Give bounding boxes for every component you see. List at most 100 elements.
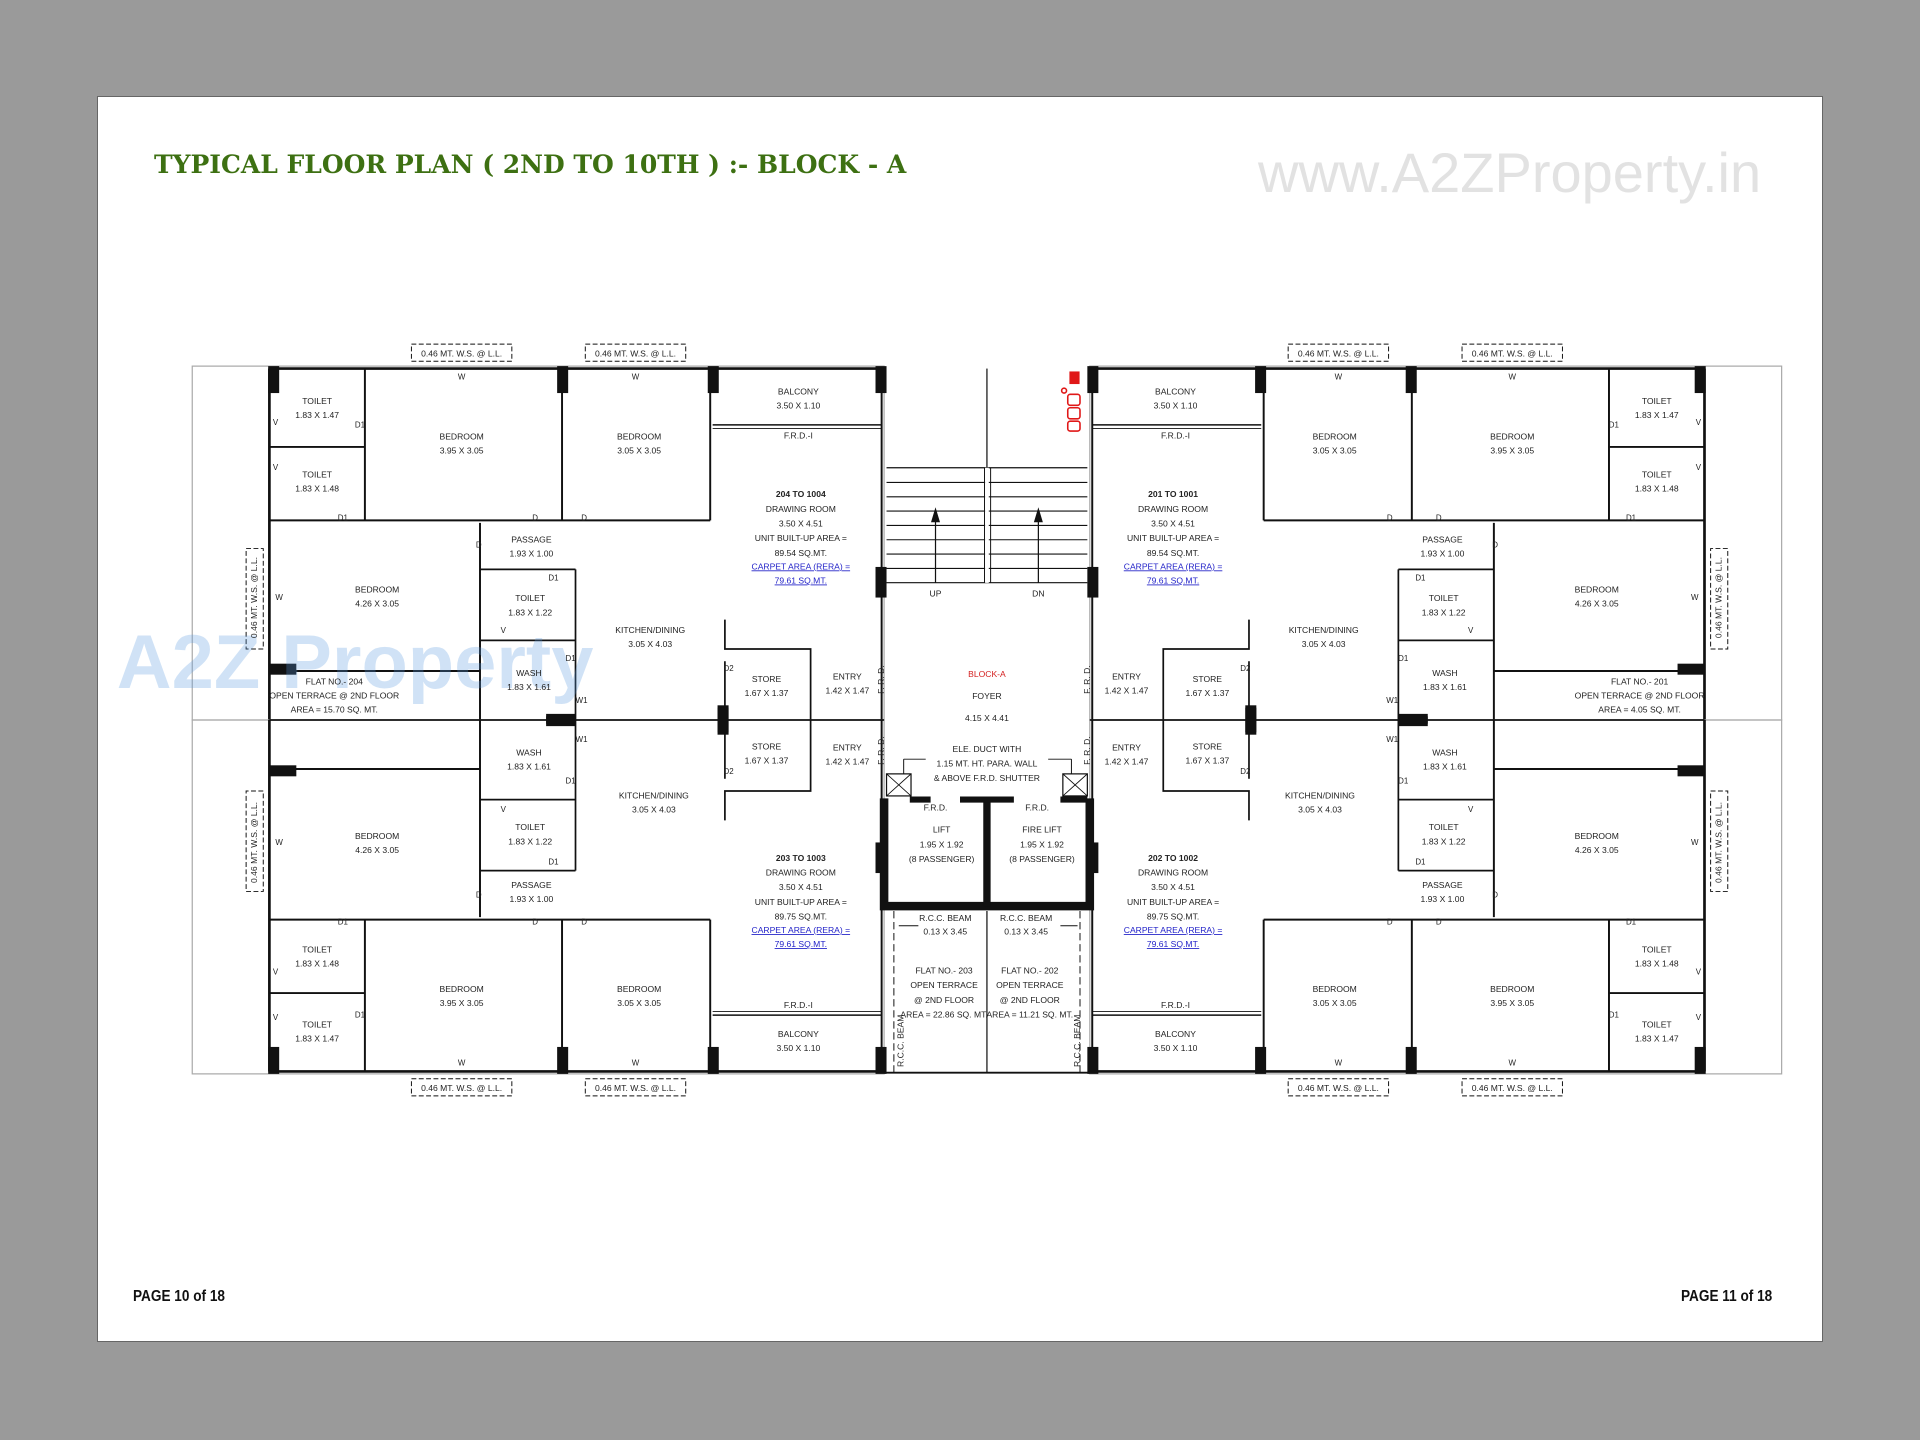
door-window-mark-line: D1 bbox=[566, 777, 577, 786]
door-window-mark: V bbox=[273, 968, 279, 977]
toilet-label-line: 1.83 X 1.47 bbox=[1635, 410, 1679, 420]
page-number-right: PAGE 11 of 18 bbox=[1681, 1288, 1773, 1305]
kitchen-dining-label-line: KITCHEN/DINING bbox=[615, 625, 685, 635]
door-window-mark: D2 bbox=[1240, 664, 1251, 673]
electric-duct-label-line: & ABOVE F.R.D. SHUTTER bbox=[934, 773, 1040, 783]
page-number-left: PAGE 10 of 18 bbox=[133, 1288, 225, 1305]
window-sill-label: 0.46 MT. W.S. @ L.L. bbox=[1298, 1083, 1379, 1093]
window-sill-label-line: 0.46 MT. W.S. @ L.L. bbox=[1472, 348, 1553, 358]
drawing-room-label-line: DRAWING ROOM bbox=[1138, 868, 1208, 878]
door-window-mark-line: W bbox=[458, 1058, 466, 1067]
carpet-area-link-line: 79.61 SQ.MT. bbox=[775, 939, 827, 949]
door-window-mark-line: D1 bbox=[548, 857, 559, 866]
door-window-mark-line: W bbox=[1335, 1058, 1343, 1067]
passage-label-line: PASSAGE bbox=[1422, 534, 1463, 544]
carpet-area-link-line: 79.61 SQ.MT. bbox=[1147, 575, 1199, 585]
rcc-beam-vertical-label-line: R.C.C. BEAM bbox=[1072, 1015, 1082, 1067]
drawing-room-label-line: 89.75 SQ.MT. bbox=[1147, 912, 1199, 922]
open-terrace-label-line: @ 2ND FLOOR bbox=[1000, 995, 1060, 1005]
carpet-area-link[interactable]: CARPET AREA (RERA) =79.61 SQ.MT. bbox=[752, 925, 851, 949]
toilet-label-line: TOILET bbox=[1429, 593, 1460, 603]
kitchen-dining-label-line: KITCHEN/DINING bbox=[1285, 790, 1355, 800]
door-window-mark: W bbox=[458, 1058, 466, 1067]
store-label-line: 1.67 X 1.37 bbox=[1185, 688, 1229, 698]
frd-vertical-label-line: F. R. D. bbox=[1082, 665, 1092, 694]
door-window-mark-line: V bbox=[1468, 626, 1474, 635]
rcc-beam-label-line: 0.13 X 3.45 bbox=[923, 926, 967, 936]
door-window-mark-line: V bbox=[501, 805, 507, 814]
entry-label-line: ENTRY bbox=[1112, 672, 1141, 682]
window-sill-label-line: 0.46 MT. W.S. @ L.L. bbox=[1298, 348, 1379, 358]
door-window-mark-line: W1 bbox=[1386, 735, 1398, 744]
door-window-mark: D1 bbox=[1415, 857, 1426, 866]
toilet-label-line: 1.83 X 1.47 bbox=[1635, 1033, 1679, 1043]
window-sill-label: 0.46 MT. W.S. @ L.L. bbox=[421, 348, 502, 358]
door-window-mark: D bbox=[1387, 917, 1393, 926]
frd-label-line: F.R.D.-I bbox=[784, 430, 813, 440]
door-window-mark-line: W bbox=[275, 838, 283, 847]
site-watermark: www.A2ZProperty.in bbox=[1258, 141, 1762, 204]
door-window-mark: V bbox=[501, 626, 507, 635]
door-window-mark: D1 bbox=[1626, 917, 1637, 926]
open-terrace-label-line: AREA = 11.21 SQ. MT. bbox=[986, 1010, 1073, 1020]
door-window-mark-line: D1 bbox=[1626, 513, 1637, 522]
toilet-label-line: 1.83 X 1.48 bbox=[295, 484, 339, 494]
door-window-mark-line: D bbox=[476, 540, 482, 549]
drawing-room-label-line: 3.50 X 4.51 bbox=[779, 519, 823, 529]
carpet-area-link[interactable]: CARPET AREA (RERA) =79.61 SQ.MT. bbox=[752, 561, 851, 585]
frd-vertical-label: F. R. D. bbox=[876, 665, 886, 694]
door-window-mark: W bbox=[1335, 1058, 1343, 1067]
kitchen-dining-label-line: KITCHEN/DINING bbox=[1289, 625, 1359, 635]
door-window-mark-line: W bbox=[1691, 593, 1699, 602]
door-window-mark-line: V bbox=[273, 1013, 279, 1022]
drawing-room-label-line: 89.54 SQ.MT. bbox=[775, 548, 827, 558]
door-window-mark-line: W bbox=[1691, 838, 1699, 847]
door-window-mark: D2 bbox=[1240, 767, 1251, 776]
frd-vertical-label: F. R. D. bbox=[876, 736, 886, 765]
door-window-mark-line: D bbox=[1387, 513, 1393, 522]
drawing-room-label-line: 202 TO 1002 bbox=[1148, 853, 1198, 863]
window-sill-label: 0.46 MT. W.S. @ L.L. bbox=[595, 348, 676, 358]
frd-vertical-label: F. R. D. bbox=[1082, 736, 1092, 765]
toilet-label-line: TOILET bbox=[1642, 396, 1673, 406]
drawing-room-label-line: 3.50 X 4.51 bbox=[779, 882, 823, 892]
door-window-mark-line: D bbox=[581, 513, 587, 522]
balcony-label-line: BALCONY bbox=[778, 386, 819, 396]
door-window-mark-line: D2 bbox=[1240, 767, 1251, 776]
door-window-mark-line: V bbox=[273, 463, 279, 472]
carpet-area-link[interactable]: CARPET AREA (RERA) =79.61 SQ.MT. bbox=[1124, 561, 1223, 585]
door-window-mark: D1 bbox=[338, 513, 349, 522]
toilet-label-line: TOILET bbox=[1429, 822, 1460, 832]
bedroom-label-line: 3.05 X 3.05 bbox=[1313, 446, 1357, 456]
bedroom-label-line: 3.05 X 3.05 bbox=[617, 446, 661, 456]
rcc-beam-label-line: R.C.C. BEAM bbox=[919, 913, 971, 923]
door-window-mark-line: W bbox=[1335, 373, 1343, 382]
passage-label-line: PASSAGE bbox=[511, 880, 552, 890]
fire-lift-label-line: (8 PASSENGER) bbox=[1009, 854, 1075, 864]
electric-duct-label-line: 1.15 MT. HT. PARA. WALL bbox=[937, 759, 1038, 769]
core-walls bbox=[879, 368, 1095, 1074]
door-window-mark: W bbox=[1335, 373, 1343, 382]
door-window-mark-line: W bbox=[458, 373, 466, 382]
open-terrace-label-line: OPEN TERRACE @ 2ND FLOOR bbox=[1575, 691, 1705, 701]
carpet-area-link[interactable]: CARPET AREA (RERA) =79.61 SQ.MT. bbox=[1124, 925, 1223, 949]
door-window-mark: W1 bbox=[576, 696, 588, 705]
frd-label-line: F.R.D.-I bbox=[1161, 1000, 1190, 1010]
balcony-label-line: 3.50 X 1.10 bbox=[1154, 1043, 1198, 1053]
